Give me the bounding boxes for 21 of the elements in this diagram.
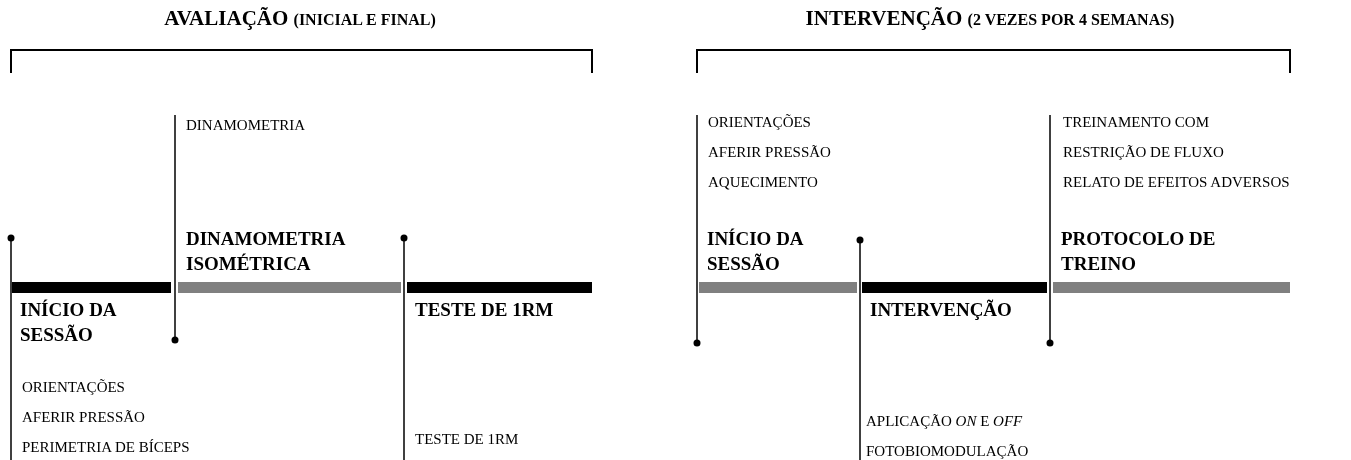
phase-label: INTERVENÇÃO [870, 298, 1013, 322]
phase-label: PROTOCOLO DE TREINO [1061, 227, 1217, 276]
activity-item: TREINAMENTO COM [1063, 113, 1209, 131]
activity-item: FOTOBIOMODULAÇÃO [866, 442, 1029, 460]
activity-item: AFERIR PRESSÃO [22, 408, 145, 426]
activity-item: ORIENTAÇÕES [22, 378, 125, 396]
phase-label: TESTE DE 1RM [415, 298, 555, 322]
phase-label: INÍCIO DA SESSÃO [20, 298, 118, 347]
activity-item: RESTRIÇÃO DE FLUXO [1063, 143, 1224, 161]
activity-item: AFERIR PRESSÃO [708, 143, 831, 161]
activity-item: RELATO DE EFEITOS ADVERSOS [1063, 173, 1290, 191]
phase-label: INÍCIO DA SESSÃO [707, 227, 805, 276]
activity-item: APLICAÇÃO ON E OFF [866, 412, 1023, 430]
activity-item: AQUECIMENTO [708, 173, 818, 191]
section-heading: INTERVENÇÃO (2 VEZES POR 4 SEMANAS) [805, 6, 1175, 31]
phase-label: DINAMOMETRIA ISOMÉTRICA [186, 227, 346, 276]
activity-item: PERIMETRIA DE BÍCEPS [22, 438, 190, 456]
activity-item: ORIENTAÇÕES [708, 113, 811, 131]
activity-item: DINAMOMETRIA [186, 116, 306, 134]
section-heading: AVALIAÇÃO (INICIAL E FINAL) [164, 6, 436, 31]
activity-item: TESTE DE 1RM [415, 430, 519, 448]
